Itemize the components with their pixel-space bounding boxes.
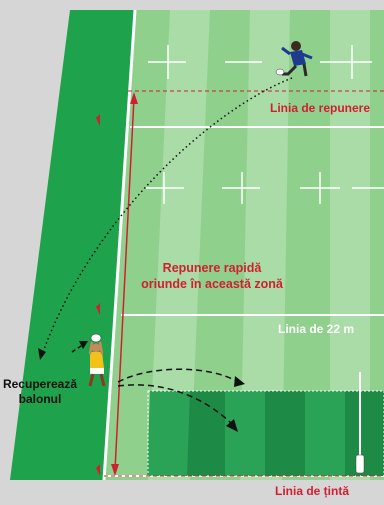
recover-ball-label-1: Recuperează <box>3 377 77 391</box>
quick-restart-label-1: Repunere rapidă <box>163 261 263 275</box>
try-line-label: Linia de țintă <box>275 484 349 498</box>
in-goal-area <box>140 391 384 476</box>
reset-line-label: Linia de repunere <box>270 101 370 115</box>
recover-ball-label-2: balonul <box>19 392 62 406</box>
quick-restart-label-2: oriunde în această zonă <box>141 277 284 291</box>
line-22m-label: Linia de 22 m <box>278 322 354 336</box>
